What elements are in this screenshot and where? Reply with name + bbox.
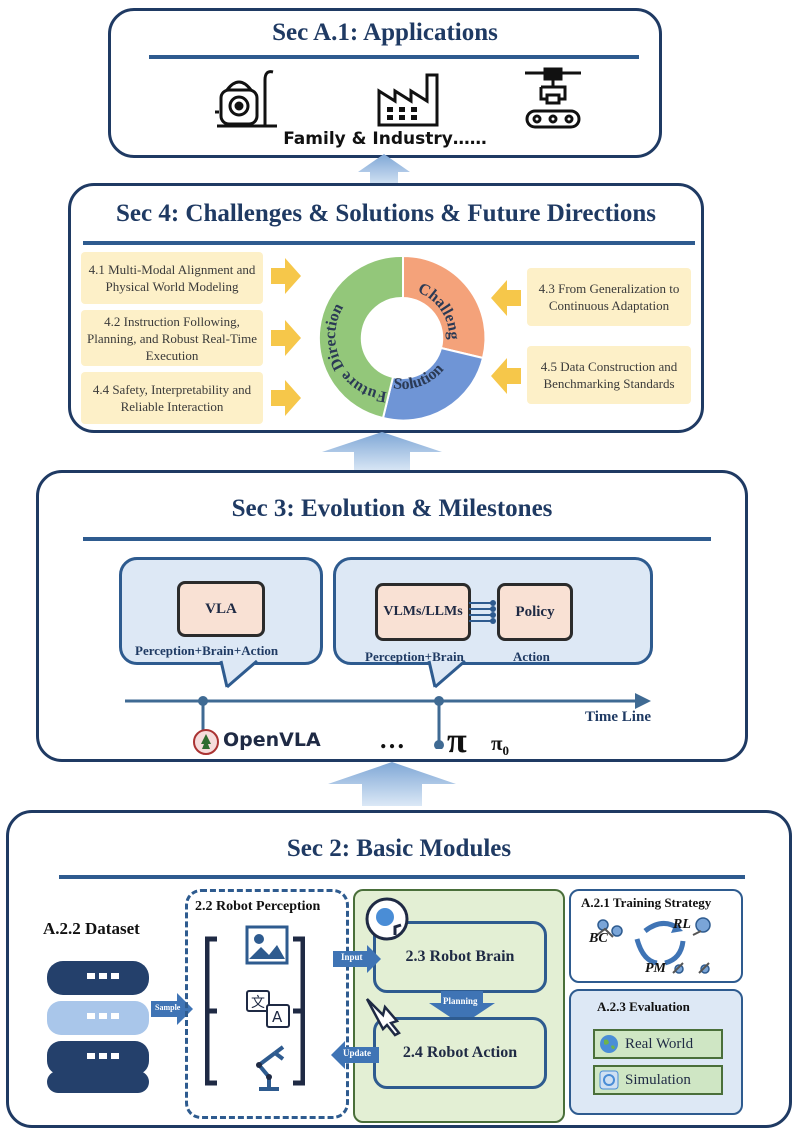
simulation-item: Simulation: [593, 1065, 723, 1095]
perception-bracket: [205, 936, 305, 1086]
applications-rule: [149, 55, 639, 59]
up-arrow-a1: [358, 154, 410, 188]
svg-text:文: 文: [251, 995, 265, 1011]
training-strategy-title: A.2.1 Training Strategy: [581, 895, 712, 910]
pi0-symbol: π: [491, 731, 503, 755]
pointer-hand-icon: [365, 998, 401, 1037]
vla-bubble-tail: [219, 659, 258, 689]
evolution-rule: [83, 537, 711, 541]
up-arrow-sec3: [328, 762, 456, 806]
item-4-1: 4.1 Multi-Modal Alignment and Physical W…: [81, 252, 263, 304]
pm-label: PM: [645, 961, 666, 976]
real-world-label: Real World: [625, 1035, 694, 1052]
ring-challenge-segment: [402, 254, 487, 360]
left-arrow-icon: [491, 280, 521, 316]
timeline-axis: [125, 693, 651, 749]
right-arrow-icon: [271, 320, 301, 356]
input-label: Input: [341, 952, 363, 962]
timeline-ellipsis: …: [379, 725, 405, 754]
robotic-arm-conveyor-icon: [525, 67, 581, 129]
item-4-3: 4.3 From Generalization to Continuous Ad…: [527, 268, 691, 326]
basic-modules-rule: [59, 875, 745, 879]
sample-label: Sample: [155, 1003, 181, 1012]
factory-icon: [377, 73, 439, 127]
sample-arrow: [151, 993, 193, 1025]
left-arrow-icon: [491, 358, 521, 394]
database-icon: [47, 961, 149, 1093]
robot-action-box: 2.4 Robot Action: [373, 1017, 547, 1089]
basic-modules-panel: Sec 2: Basic Modules A.2.2 Dataset Sampl…: [6, 810, 792, 1128]
policy-box: Policy: [497, 583, 573, 641]
robot-arm-icon: [256, 1045, 285, 1091]
pi-logo: π: [447, 720, 467, 760]
svg-text:A: A: [272, 1008, 283, 1026]
challenges-panel: Sec 4: Challenges & Solutions & Future D…: [68, 183, 704, 433]
simulation-label: Simulation: [625, 1071, 691, 1088]
policy-caption: Action: [513, 649, 550, 664]
up-arrow-sec4: [322, 432, 442, 472]
planning-arrow: [429, 991, 495, 1025]
stanford-seal-icon: [193, 729, 219, 755]
vla-caption: Perception+Brain+Action: [135, 643, 279, 658]
training-strategy-panel: [569, 889, 743, 983]
evolution-title: Sec 3: Evolution & Milestones: [231, 495, 553, 522]
planning-label: Planning: [443, 996, 478, 1006]
right-arrow-icon: [271, 258, 301, 294]
robot-perception-label: 2.2 Robot Perception: [195, 899, 321, 914]
applications-panel: Sec A.1: Applications: [108, 8, 662, 158]
item-4-2: 4.2 Instruction Following, Planning, and…: [81, 310, 263, 366]
challenge-solution-ring: Challenge Solution Future Direction: [317, 252, 487, 422]
input-arrow: [333, 945, 381, 973]
translate-icon: 文 A: [246, 990, 290, 1028]
challenges-title: Sec 4: Challenges & Solutions & Future D…: [115, 200, 657, 227]
vlm-bubble-tail: [427, 659, 466, 689]
basic-modules-title: Sec 2: Basic Modules: [286, 835, 512, 862]
pi0-label: π0: [491, 731, 509, 759]
vla-box: VLA: [177, 581, 265, 637]
pi0-subscript: 0: [502, 743, 510, 759]
timeline-label: Time Line: [585, 709, 651, 725]
update-label: Update: [343, 1048, 372, 1058]
bc-label: BC: [589, 931, 608, 946]
dataset-label: A.2.2 Dataset: [43, 919, 140, 938]
training-cycle-icon: [596, 917, 711, 974]
vacuum-robot-icon: [215, 70, 277, 128]
globe-icon: [600, 1035, 618, 1053]
brain-head-icon: [365, 897, 409, 941]
vlms-box: VLMs/LLMs: [375, 583, 471, 641]
vlms-caption: Perception+Brain: [365, 649, 464, 664]
update-arrow: [331, 1041, 379, 1069]
connector-icon: [469, 600, 496, 624]
robot-perception-box: [185, 889, 349, 1119]
item-4-5: 4.5 Data Construction and Benchmarking S…: [527, 346, 691, 404]
simulation-icon: [599, 1070, 619, 1090]
evaluation-title: A.2.3 Evaluation: [597, 999, 690, 1014]
item-4-4: 4.4 Safety, Interpretability and Reliabl…: [81, 372, 263, 424]
applications-title: Sec A.1: Applications: [272, 19, 498, 46]
evolution-panel: Sec 3: Evolution & Milestones VLA Percep…: [36, 470, 748, 762]
challenges-rule: [83, 241, 695, 245]
ring-solution-segment: [381, 346, 485, 422]
image-icon: [245, 925, 289, 965]
openvla-label: OpenVLA: [223, 729, 321, 751]
applications-caption: Family & Industry……: [283, 129, 487, 149]
rl-label: RL: [673, 917, 691, 932]
right-arrow-icon: [271, 380, 301, 416]
ring-future-segment: [317, 254, 404, 420]
